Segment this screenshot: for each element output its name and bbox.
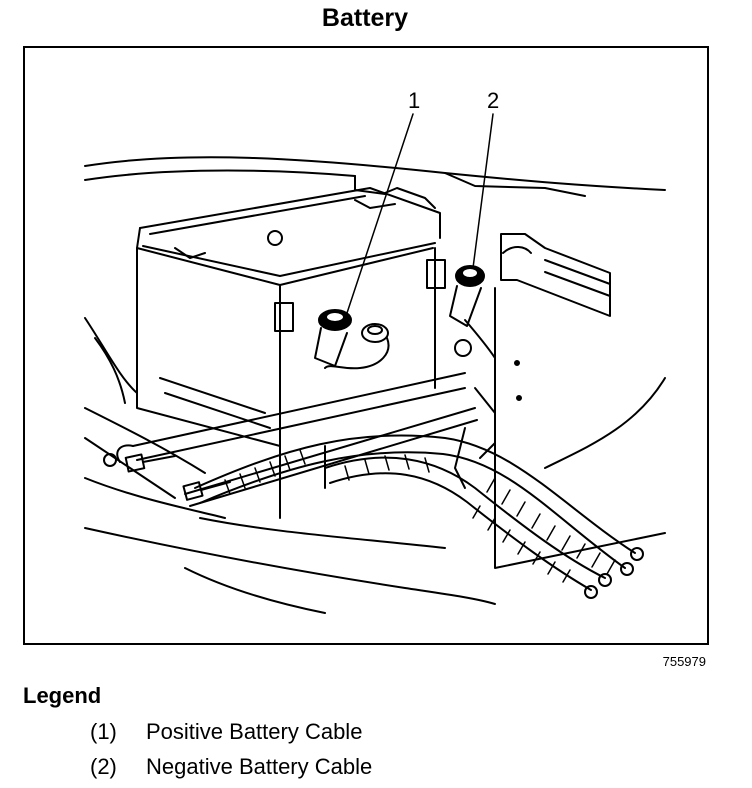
negative-terminal <box>449 265 522 401</box>
wiring-harness <box>194 427 644 599</box>
figure-number: 755979 <box>662 654 706 669</box>
battery-case <box>136 187 446 447</box>
legend-heading: Legend <box>23 683 102 708</box>
battery-illustration <box>84 113 666 614</box>
callout-leaders <box>346 113 494 314</box>
legend-item-label: Negative Battery Cable <box>146 754 373 779</box>
legend-item-number: (1) <box>90 719 117 744</box>
legend-item: (1) Positive Battery Cable <box>90 717 372 752</box>
conduit-ribs <box>224 449 616 583</box>
legend-item-label: Positive Battery Cable <box>146 719 363 744</box>
callout-1: 1 <box>408 88 421 113</box>
legend-item-number: (2) <box>90 754 117 779</box>
diagram-title: Battery <box>321 4 409 32</box>
callout-2: 2 <box>487 88 500 113</box>
legend-list: (1) Positive Battery Cable (2) Negative Ba… <box>90 717 372 787</box>
legend-item: (2) Negative Battery Cable <box>90 752 372 787</box>
lower-structure <box>84 317 496 614</box>
positive-terminal <box>314 309 390 370</box>
body-panels <box>84 156 666 569</box>
illustration-frame: 1 2 <box>23 46 709 645</box>
cable-bolts <box>116 372 496 507</box>
